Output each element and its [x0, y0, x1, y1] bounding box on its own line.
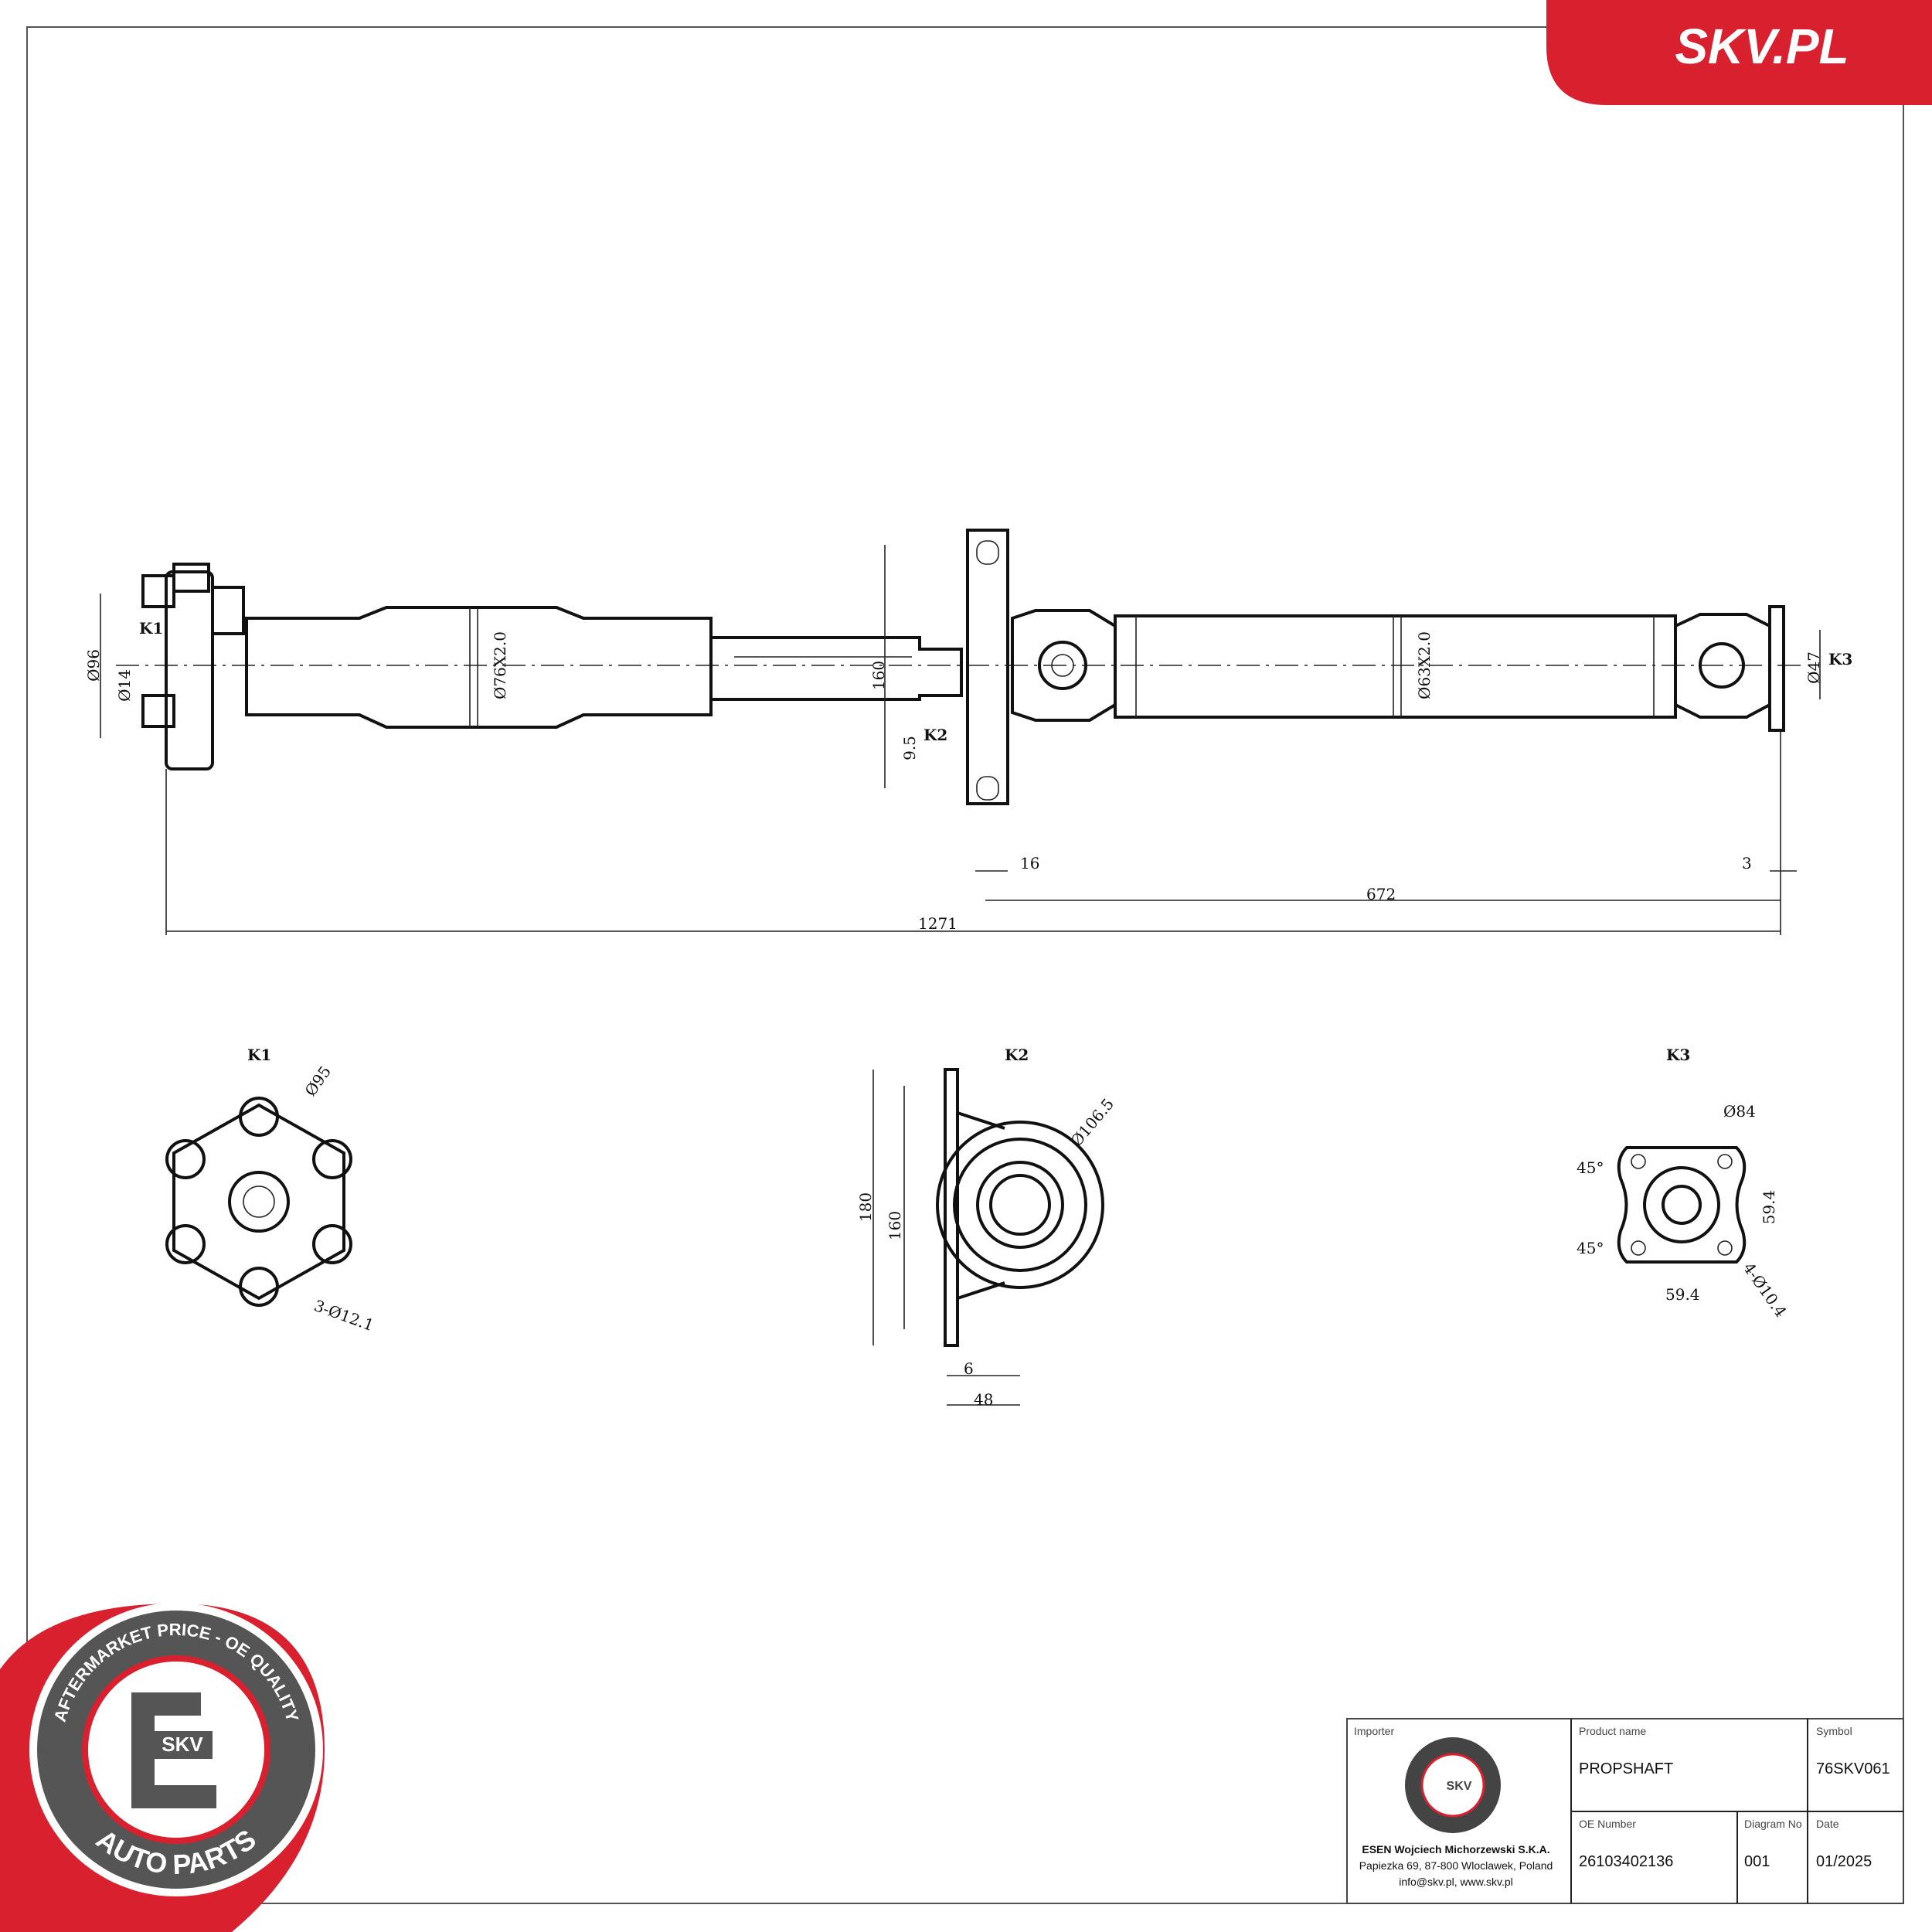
svg-text:Importer: Importer — [1354, 1725, 1394, 1737]
svg-text:76SKV061: 76SKV061 — [1816, 1760, 1890, 1777]
k2-detail-view: K2 180 160 Ø106.5 6 48 — [856, 1046, 1117, 1409]
importer-logo: SKV — [1405, 1737, 1501, 1833]
svg-text:Ø84: Ø84 — [1723, 1102, 1756, 1121]
svg-text:SKV: SKV — [162, 1733, 203, 1756]
brand-logo: SKV.PL — [1546, 0, 1932, 105]
svg-text:3-Ø12.1: 3-Ø12.1 — [311, 1296, 376, 1335]
skv-stamp-logo: SKV AFTERMARKET PRICE - OE QUALITY AUTO … — [0, 1603, 325, 1932]
dim-3: 3 — [1742, 854, 1752, 872]
dim-9-5: 9.5 — [900, 736, 919, 760]
dim-d96: Ø96 — [84, 649, 103, 682]
svg-text:Ø106.5: Ø106.5 — [1066, 1094, 1117, 1150]
svg-text:180: 180 — [856, 1192, 875, 1222]
k3-callout: K3 — [1828, 650, 1852, 668]
dim-672: 672 — [1366, 885, 1396, 903]
svg-text:45°: 45° — [1577, 1158, 1604, 1177]
svg-text:4-Ø10.4: 4-Ø10.4 — [1740, 1259, 1791, 1321]
k1-detail-view: K1 Ø95 3-Ø12.1 — [165, 1046, 376, 1335]
dim-1271: 1271 — [918, 914, 957, 933]
dim-d47: Ø47 — [1804, 651, 1823, 684]
dim-tube2: Ø63X2.0 — [1415, 631, 1434, 699]
dim-d14: Ø14 — [115, 669, 134, 702]
dim-tube1: Ø76X2.0 — [491, 631, 509, 699]
title-block: Importer SKV ESEN Wojciech Michorzewski … — [1346, 1718, 1904, 1904]
dim-160: 160 — [869, 661, 888, 690]
svg-text:Symbol: Symbol — [1816, 1725, 1852, 1737]
svg-text:001: 001 — [1744, 1853, 1770, 1870]
drawing-frame — [26, 26, 1904, 1904]
svg-text:Ø95: Ø95 — [301, 1063, 335, 1100]
svg-text:K1: K1 — [247, 1046, 271, 1064]
svg-text:SKV.PL: SKV.PL — [1675, 19, 1849, 74]
svg-text:K3: K3 — [1666, 1046, 1690, 1064]
svg-text:59.4: 59.4 — [1665, 1285, 1700, 1304]
svg-text:45°: 45° — [1577, 1239, 1604, 1257]
svg-text:Diagram No: Diagram No — [1744, 1818, 1802, 1830]
svg-text:26103402136: 26103402136 — [1579, 1853, 1673, 1870]
svg-text:Date: Date — [1816, 1818, 1839, 1830]
svg-text:PROPSHAFT: PROPSHAFT — [1579, 1760, 1673, 1777]
svg-text:K2: K2 — [1005, 1046, 1029, 1064]
main-shaft-view: K1 K2 K3 Ø96 Ø14 Ø76X2.0 160 9.5 Ø63X2.0… — [84, 529, 1852, 935]
k2-callout: K2 — [923, 726, 947, 744]
svg-text:01/2025: 01/2025 — [1816, 1853, 1872, 1870]
svg-text:ESEN Wojciech Michorzewski S.K: ESEN Wojciech Michorzewski S.K.A. — [1362, 1843, 1549, 1855]
svg-text:Papiezka 69, 87-800 Wloclawek,: Papiezka 69, 87-800 Wloclawek, Poland — [1359, 1859, 1553, 1872]
dim-16: 16 — [1020, 854, 1039, 872]
svg-text:SKV: SKV — [1447, 1780, 1472, 1793]
svg-text:59.4: 59.4 — [1760, 1190, 1778, 1225]
k3-detail-view: K3 Ø84 45° 45° 59.4 59.4 4-Ø10.4 — [1577, 1046, 1791, 1321]
svg-text:6: 6 — [964, 1359, 974, 1378]
svg-text:160: 160 — [886, 1211, 904, 1240]
svg-text:48: 48 — [974, 1390, 993, 1409]
k1-callout: K1 — [139, 619, 163, 638]
svg-text:Product name: Product name — [1579, 1725, 1646, 1737]
svg-text:OE Number: OE Number — [1579, 1818, 1636, 1830]
svg-text:info@skv.pl, www.skv.pl: info@skv.pl, www.skv.pl — [1399, 1876, 1513, 1888]
